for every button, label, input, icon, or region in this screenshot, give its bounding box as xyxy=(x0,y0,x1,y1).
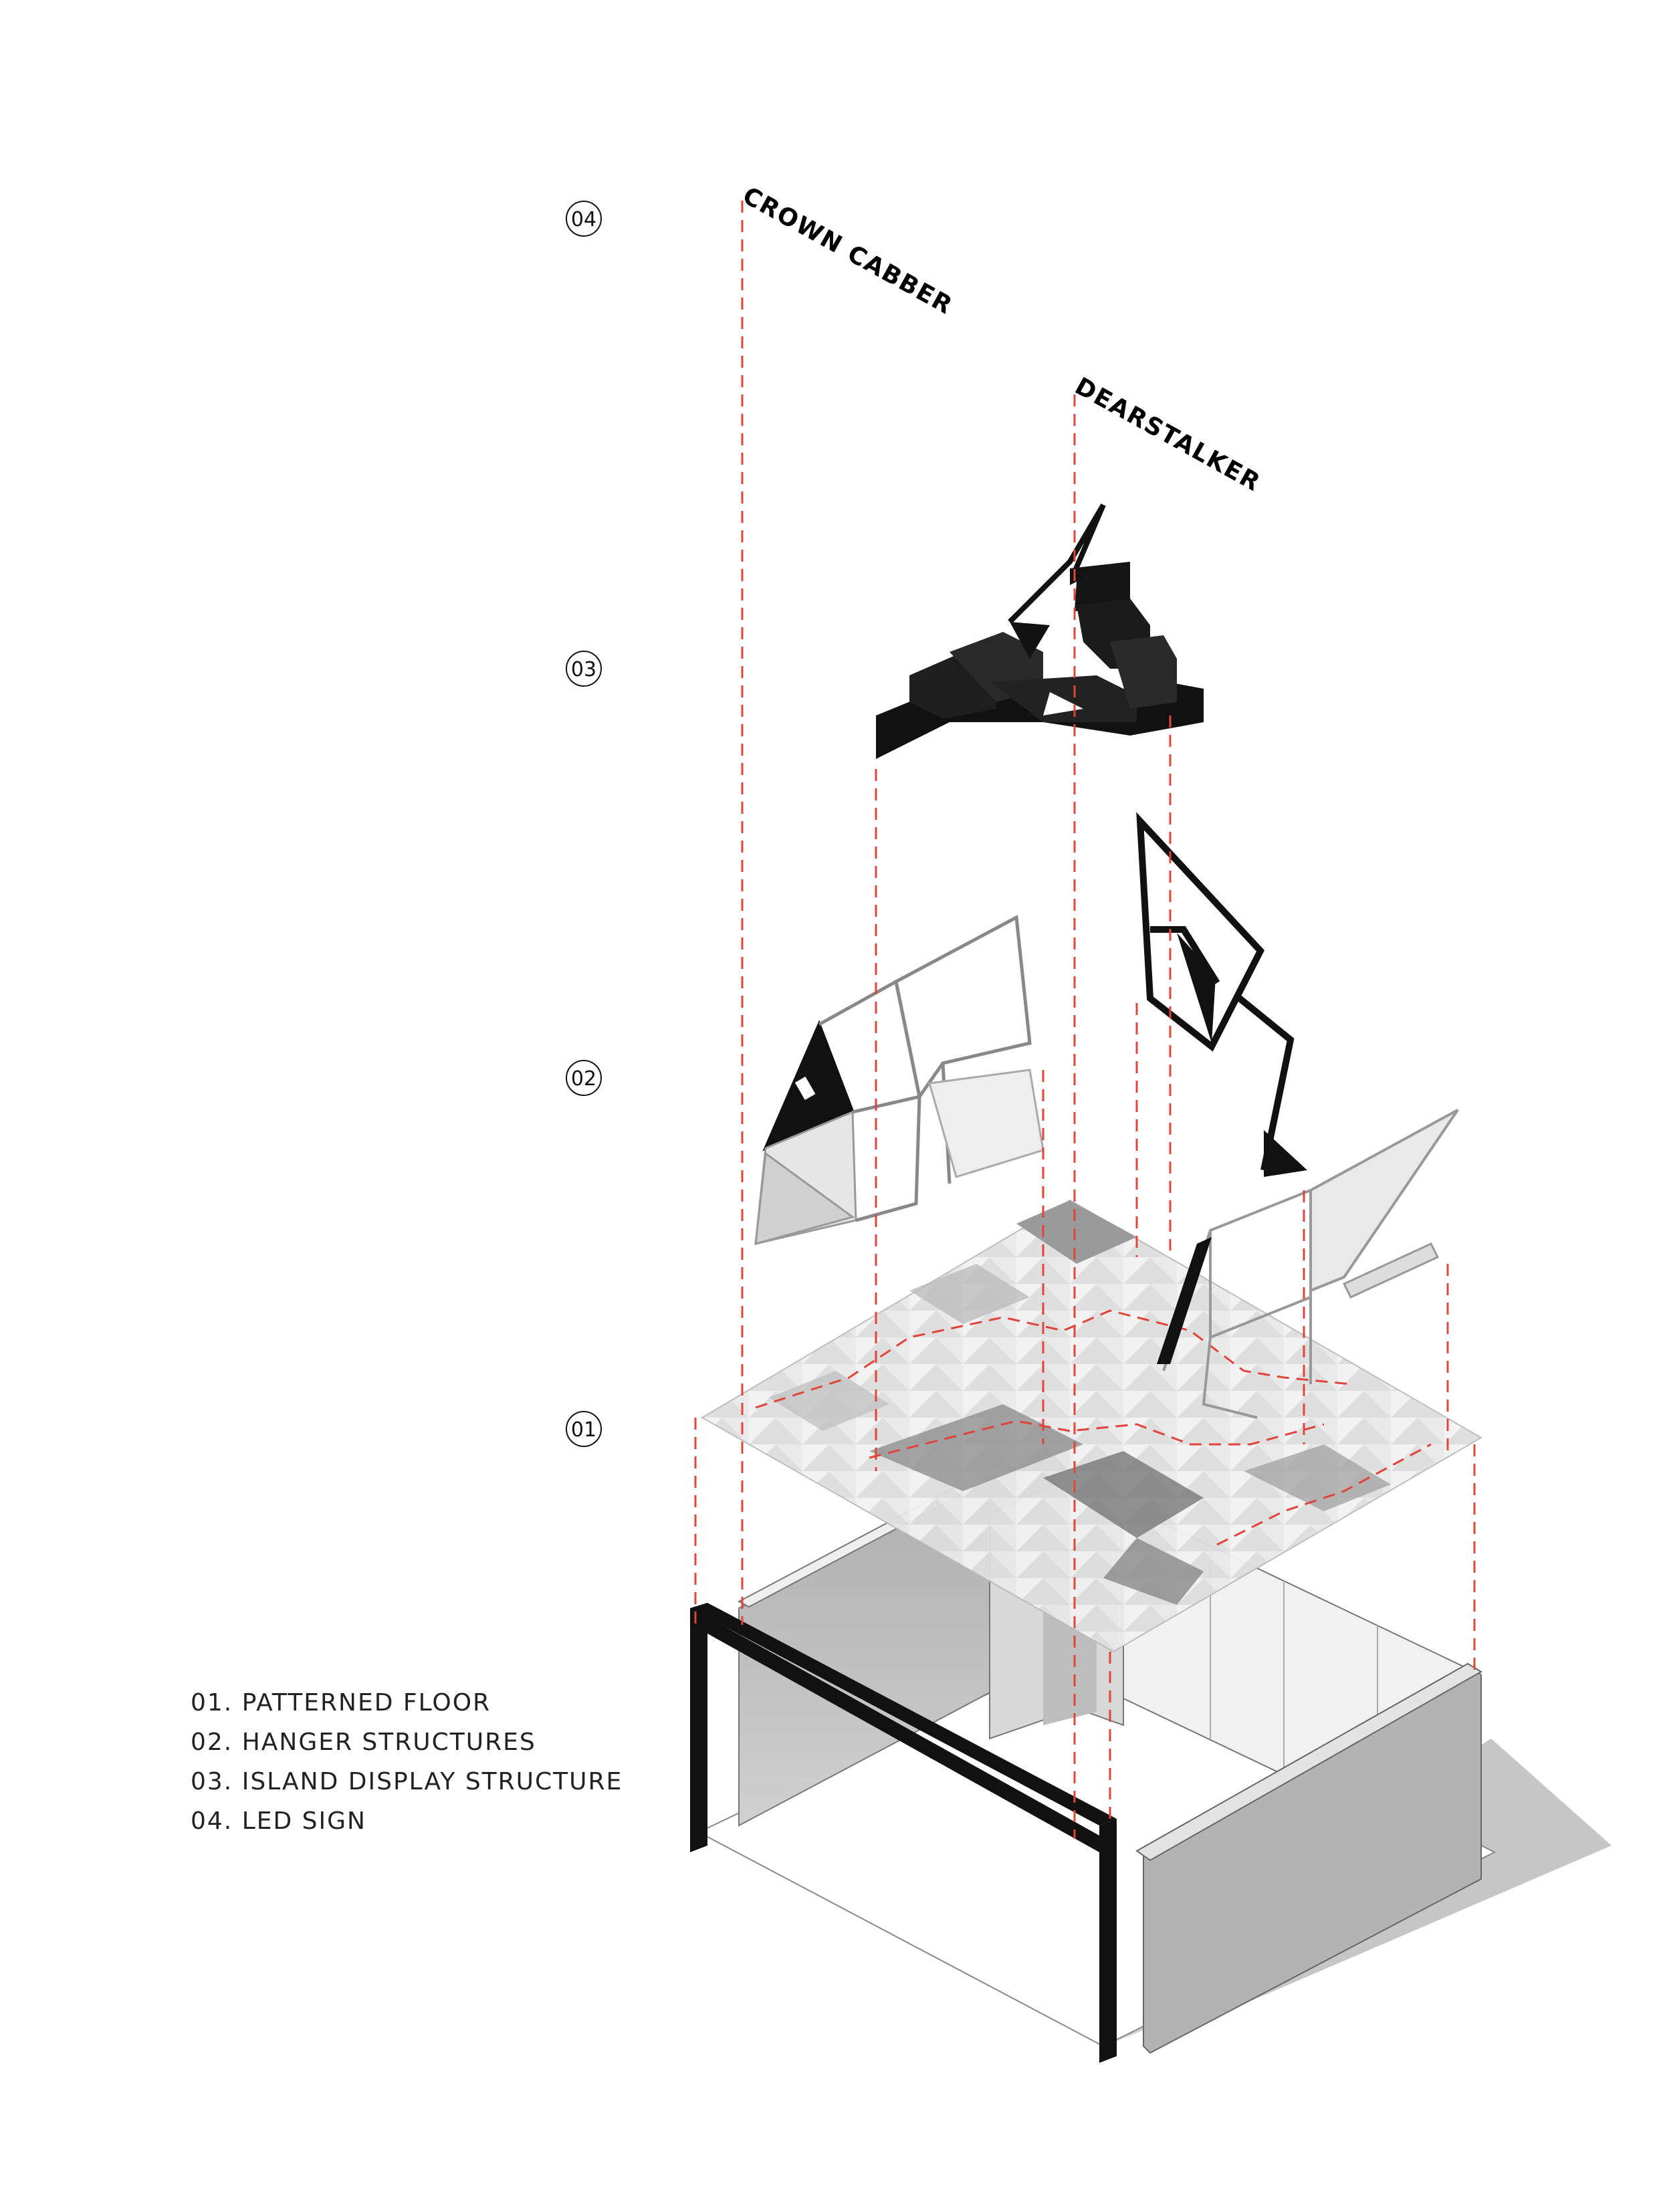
portal-frame-left-post xyxy=(690,1603,707,1852)
legend-item-2: 02. HANGER STRUCTURES xyxy=(191,1729,536,1756)
legend-item-4: 04. LED SIGN xyxy=(191,1807,366,1835)
portal-frame-right-post xyxy=(1099,1819,1117,2063)
projection-lines xyxy=(694,201,1476,1839)
base-room xyxy=(690,1423,1612,2063)
led-sign-1: CROWN CABBER xyxy=(738,182,958,320)
patterned-floor-plate xyxy=(701,1199,1482,1653)
led-sign-2: DEARSTALKER xyxy=(1071,372,1266,497)
svg-text:04: 04 xyxy=(571,208,596,231)
led-signs: CROWN CABBER DEARSTALKER xyxy=(738,182,1266,497)
legend-item-3: 03. ISLAND DISPLAY STRUCTURE xyxy=(191,1768,623,1795)
layer-number-02: 02 xyxy=(566,1060,602,1096)
layer-number-01: 01 xyxy=(566,1411,602,1447)
legend-item-1: 01. PATTERNED FLOOR xyxy=(191,1689,491,1717)
hanger-structure-right xyxy=(1136,812,1459,1419)
right-hanger-upper-frame xyxy=(1136,812,1265,1052)
legend: 01. PATTERNED FLOOR 02. HANGER STRUCTURE… xyxy=(191,1689,623,1835)
svg-text:03: 03 xyxy=(571,658,596,681)
front-right-wall-top xyxy=(1135,1662,1482,1862)
right-hanger-black-wedge xyxy=(1264,1130,1307,1177)
layer-number-03: 03 xyxy=(566,651,602,687)
island-display-structure xyxy=(876,503,1204,759)
svg-text:02: 02 xyxy=(571,1067,596,1091)
svg-text:01: 01 xyxy=(571,1418,596,1442)
layer-numbers: 04 03 02 01 xyxy=(566,201,602,1447)
hanger-structure-left xyxy=(754,915,1044,1246)
layer-number-04: 04 xyxy=(566,201,602,237)
portal-frame-beam xyxy=(690,1603,1117,1826)
patterned-floor xyxy=(701,1199,1482,1653)
